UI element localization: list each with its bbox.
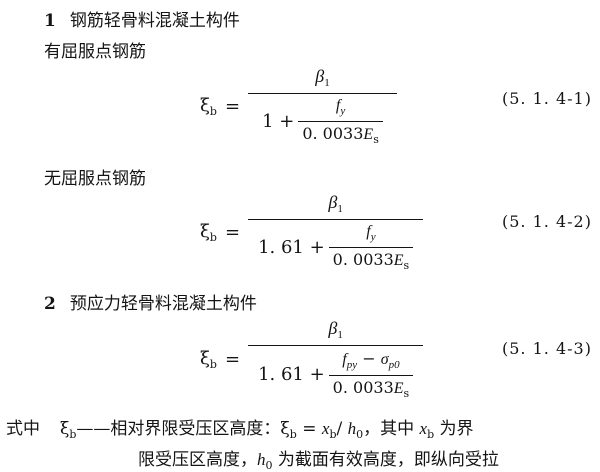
formula-1-denominator: 1 + fy 0. 0033Es: [248, 93, 397, 146]
definition-symbol: ξb: [60, 419, 77, 441]
formula-3-denominator: 1. 61 + fpy − σp0 0. 0033Es: [248, 345, 424, 400]
formula-2-fraction: β1 1. 61 + fy 0. 0033Es: [248, 192, 424, 272]
definition-lead: 式中: [6, 419, 40, 439]
subheading-no-yield-steel: 无屈服点钢筋: [44, 169, 146, 189]
formula-5-1-4-1: ξb = β1 1 + fy 0. 0033Es: [200, 66, 397, 146]
section-2-heading: 2 预应力轻骨料混凝土构件: [44, 289, 257, 314]
formula-3-inner-fraction: fpy − σp0 0. 0033Es: [328, 349, 414, 400]
section-2-number: 2: [44, 294, 56, 314]
formula-3-numerator: β1: [328, 318, 343, 341]
equation-number-1: (5. 1. 4-1): [502, 89, 592, 108]
formula-2-denominator: 1. 61 + fy 0. 0033Es: [248, 219, 424, 272]
formula-3-fraction: β1 1. 61 + fpy − σp0 0. 0033Es: [248, 318, 424, 400]
formula-1-lhs: ξb: [200, 94, 217, 118]
section-2-title: 预应力轻骨料混凝土构件: [69, 294, 257, 314]
formula-2-inner-fraction: fy 0. 0033Es: [328, 223, 414, 272]
equation-number-2: (5. 1. 4-2): [502, 212, 592, 231]
formula-3-lhs: ξb: [200, 347, 217, 371]
subheading-yield-steel: 有屈服点钢筋: [44, 42, 146, 62]
section-1-heading: 1 钢筋轻骨料混凝土构件: [44, 6, 240, 31]
formula-1-equals: =: [224, 95, 241, 117]
formula-1-fraction: β1 1 + fy 0. 0033Es: [248, 66, 397, 146]
equation-number-3: (5. 1. 4-3): [502, 339, 592, 358]
formula-5-1-4-2: ξb = β1 1. 61 + fy 0. 0033Es: [200, 192, 424, 272]
formula-1-inner-fraction: fy 0. 0033Es: [298, 97, 383, 146]
definition-line-2: 限受压区高度，h0 为截面有效高度，即纵向受拉: [138, 450, 499, 472]
section-1-title: 钢筋轻骨料混凝土构件: [69, 11, 240, 31]
section-1-number: 1: [44, 11, 56, 31]
formula-3-equals: =: [224, 348, 241, 370]
formula-2-numerator: β1: [328, 192, 343, 215]
formula-2-lhs: ξb: [200, 220, 217, 244]
formula-5-1-4-3: ξb = β1 1. 61 + fpy − σp0 0. 0033Es: [200, 318, 424, 400]
formula-2-equals: =: [224, 221, 241, 243]
formula-1-numerator: β1: [315, 66, 330, 89]
